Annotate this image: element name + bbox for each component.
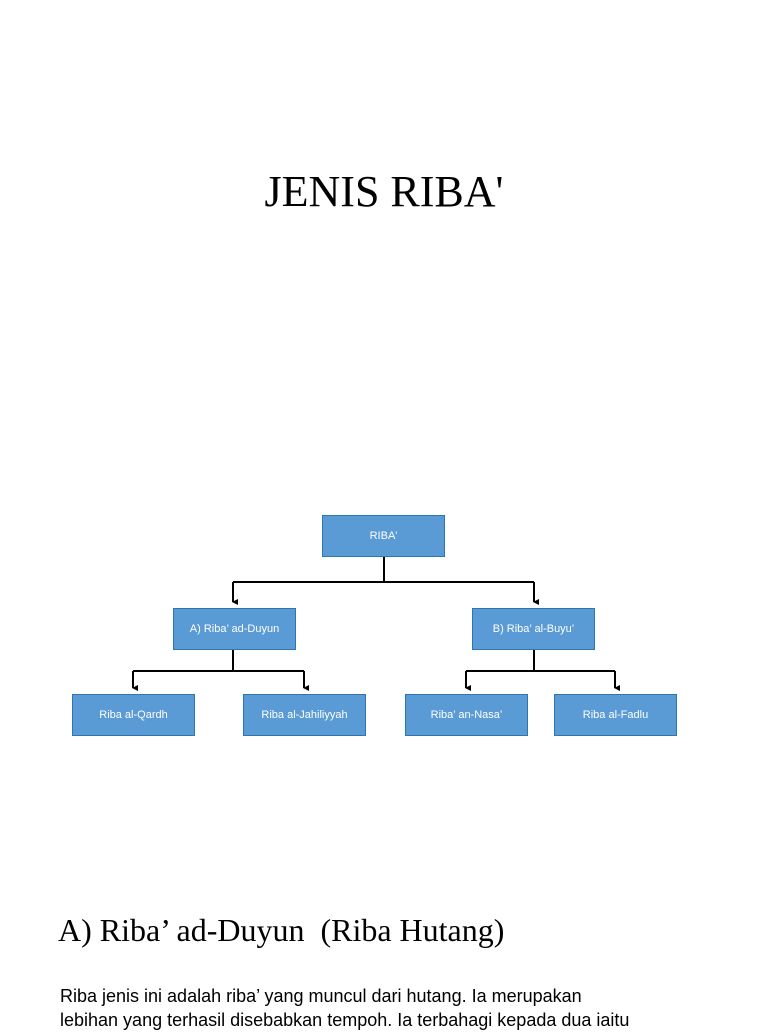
slide-title: JENIS RIBA' — [264, 167, 504, 216]
node-riba-ad-duyun: A) Riba’ ad-Duyun — [173, 608, 296, 650]
node-riba-al-jahiliyyah: Riba al-Jahiliyyah — [243, 694, 366, 736]
node-riba-al-qardh: Riba al-Qardh — [72, 694, 195, 736]
section-body: Riba jenis ini adalah riba’ yang muncul … — [60, 984, 720, 1032]
node-riba-root: RIBA' — [322, 515, 445, 557]
section-heading: A) Riba’ ad-Duyun (Riba Hutang) — [58, 912, 505, 948]
body-line: lebihan yang terhasil disebabkan tempoh.… — [60, 1010, 630, 1030]
node-riba-al-buyu: B) Riba’ al-Buyu’ — [472, 608, 595, 650]
node-riba-al-fadlu: Riba al-Fadlu — [554, 694, 677, 736]
node-riba-an-nasa: Riba’ an-Nasa’ — [405, 694, 528, 736]
body-line: Riba jenis ini adalah riba’ yang muncul … — [60, 986, 582, 1006]
